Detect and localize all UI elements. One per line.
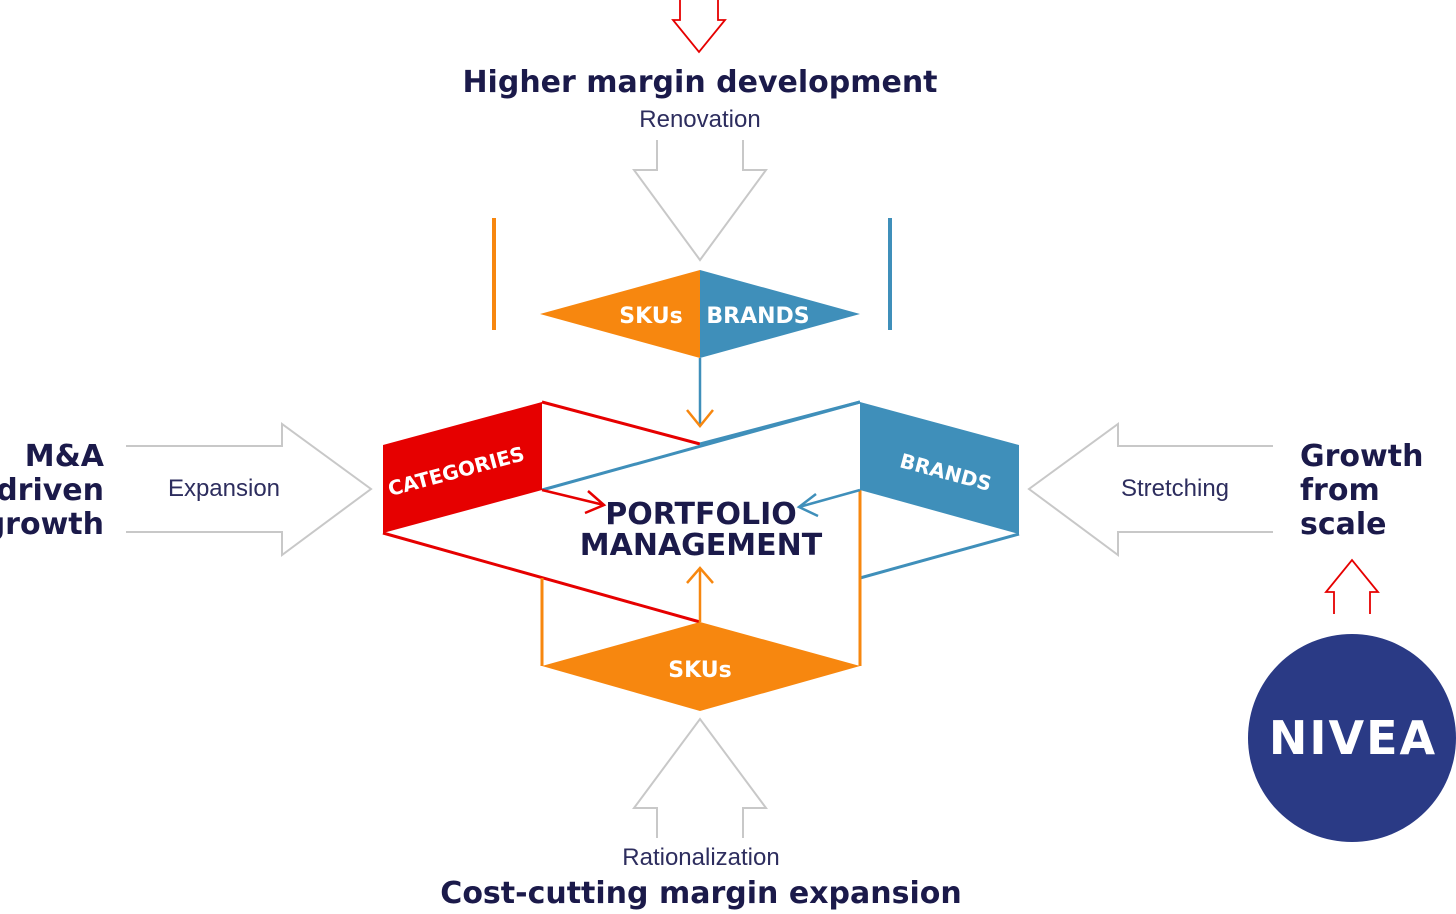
- blue-outline-middle: [541, 400, 861, 492]
- top-diamond-skus-label: SKUs: [619, 304, 682, 329]
- top-red-down-arrow-icon: [671, 0, 727, 54]
- expansion-arrow-icon: [126, 422, 373, 557]
- renovation-arrow-icon: [632, 140, 768, 262]
- red-outline-top: [541, 400, 701, 446]
- top-diamond-skus-half: [540, 270, 700, 358]
- rationalization-arrow-icon: [632, 717, 768, 838]
- stretching-label: Stretching: [1121, 475, 1229, 502]
- skus-diamond-label: SKUs: [668, 658, 731, 683]
- top-subheading: Renovation: [639, 106, 760, 133]
- skus-to-center-arrowhead-icon: [686, 566, 714, 584]
- brands-panel: [860, 402, 1019, 534]
- blue-outline-bottom: [859, 532, 1020, 580]
- top-diamond-brands-half: [700, 270, 860, 358]
- left-heading-line3: growth: [0, 507, 104, 542]
- skus-diamond: [542, 622, 860, 711]
- left-heading-line1: M&A: [25, 439, 105, 474]
- right-heading-line3: scale: [1300, 507, 1387, 542]
- bottom-subheading: Rationalization: [622, 844, 779, 871]
- expansion-label: Expansion: [168, 475, 280, 502]
- brands-to-center-arrowhead-icon: [796, 493, 819, 518]
- nivea-up-arrow-icon: [1324, 558, 1380, 614]
- categories-panel: [383, 402, 542, 533]
- right-heading-line2: from: [1300, 473, 1380, 508]
- red-outline-bottom: [382, 531, 701, 624]
- center-title-line2: MANAGEMENT: [580, 528, 823, 563]
- top-diamond-brands-label: BRANDS: [706, 304, 809, 329]
- top-heading: Higher margin development: [462, 65, 937, 100]
- bottom-heading: Cost-cutting margin expansion: [440, 876, 961, 911]
- categories-to-center-arrow-icon: [541, 488, 605, 507]
- center-title-line1: PORTFOLIO: [605, 497, 796, 532]
- left-heading-line2: driven: [0, 473, 104, 508]
- nivea-logo-text: NIVEA: [1269, 711, 1437, 765]
- stretching-arrow-icon: [1027, 422, 1273, 557]
- nivea-logo: [1248, 634, 1456, 842]
- brands-to-center-arrow-icon: [798, 488, 861, 509]
- right-heading-line1: Growth: [1300, 439, 1423, 474]
- categories-to-center-arrowhead-icon: [584, 490, 607, 515]
- top-connector-arrowhead-icon: [686, 409, 714, 428]
